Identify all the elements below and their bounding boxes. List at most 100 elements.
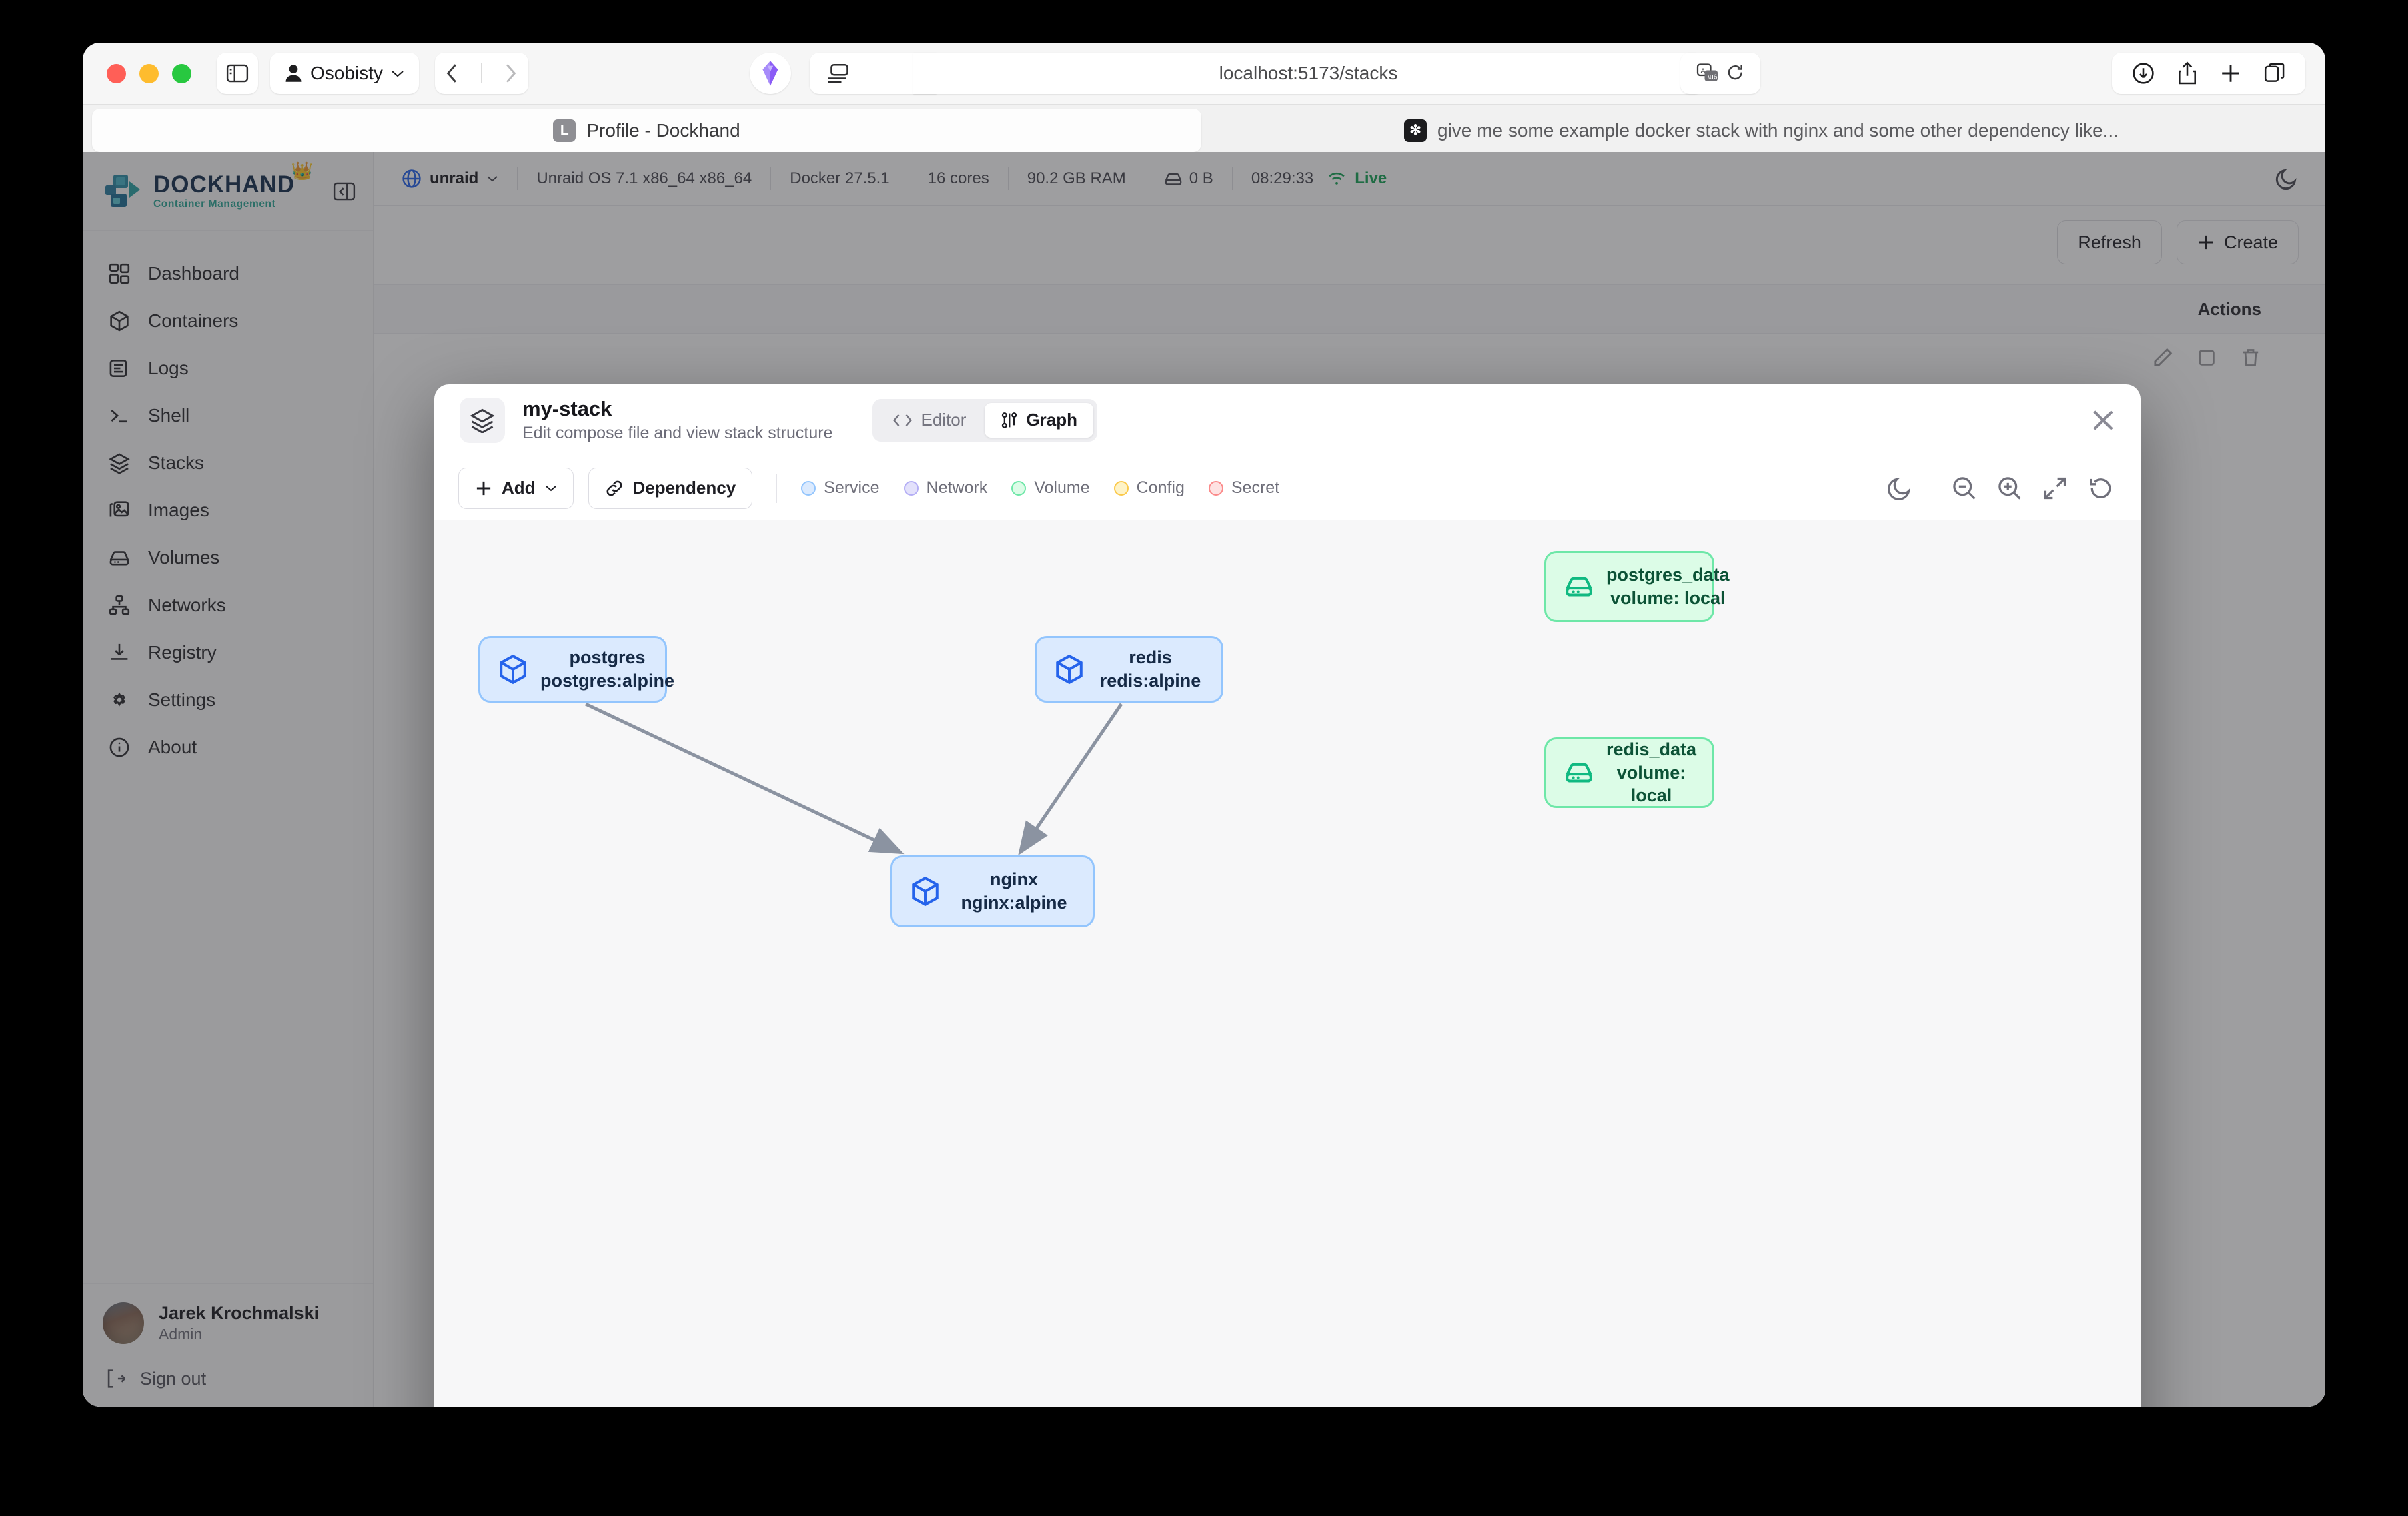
sidebar-item-logs[interactable]: Logs bbox=[83, 344, 373, 392]
view-mode-switch: Editor Graph bbox=[872, 398, 1097, 442]
sidebar-item-volumes[interactable]: Volumes bbox=[83, 534, 373, 581]
dependency-button[interactable]: Dependency bbox=[588, 467, 753, 509]
zoom-in-icon[interactable] bbox=[1996, 475, 2023, 502]
add-node-button[interactable]: Add bbox=[458, 467, 574, 509]
stack-subtitle: Edit compose file and view stack structu… bbox=[522, 423, 833, 442]
legend-label: Volume bbox=[1034, 478, 1090, 497]
share-icon[interactable] bbox=[2177, 61, 2197, 85]
drive-icon bbox=[1165, 173, 1182, 185]
modal-title-block: my-stack Edit compose file and view stac… bbox=[522, 397, 832, 443]
reset-icon[interactable] bbox=[2087, 475, 2114, 502]
downloads-icon[interactable] bbox=[2132, 62, 2155, 85]
browser-right-tools bbox=[2112, 53, 2305, 94]
sidebar-item-dashboard[interactable]: Dashboard bbox=[83, 250, 373, 297]
host-selector[interactable]: unraid bbox=[402, 169, 498, 189]
tab-graph[interactable]: Graph bbox=[985, 402, 1093, 438]
logs-icon bbox=[108, 357, 131, 380]
brand-text: DOCKHAND Container Management 👑 bbox=[153, 161, 324, 210]
node-text: redis redis:alpine bbox=[1097, 646, 1204, 692]
sidebar-item-networks[interactable]: Networks bbox=[83, 581, 373, 629]
sidebar-item-settings[interactable]: Settings bbox=[83, 676, 373, 723]
user-name: Jarek Krochmalski bbox=[159, 1303, 320, 1323]
legend-dot-service bbox=[801, 480, 816, 496]
graph-node-postgres[interactable]: postgres postgres:alpine bbox=[478, 636, 674, 703]
graph-node-nginx[interactable]: nginx nginx:alpine bbox=[890, 855, 1095, 927]
sidebar-item-label: Images bbox=[148, 499, 209, 520]
collapse-sidebar-icon[interactable] bbox=[333, 180, 356, 203]
dependency-label: Dependency bbox=[632, 478, 736, 498]
sidebar-item-label: Settings bbox=[148, 689, 216, 710]
box-icon bbox=[500, 654, 526, 685]
sidebar-item-shell[interactable]: Shell bbox=[83, 392, 373, 439]
close-icon[interactable] bbox=[2088, 406, 2118, 435]
legend-dot-volume bbox=[1011, 480, 1027, 496]
node-meta: postgres:alpine bbox=[540, 671, 675, 691]
tab-editor[interactable]: Editor bbox=[876, 403, 982, 438]
refresh-button[interactable]: Refresh bbox=[2057, 220, 2162, 264]
user-text: Jarek Krochmalski Admin bbox=[159, 1303, 319, 1343]
sidebar-item-registry[interactable]: Registry bbox=[83, 629, 373, 676]
close-window-button[interactable] bbox=[107, 63, 126, 83]
user-role: Admin bbox=[159, 1325, 203, 1343]
graph-node-redis-data[interactable]: redis_data volume: local bbox=[1544, 737, 1714, 808]
user-row[interactable]: Jarek Krochmalski Admin bbox=[103, 1302, 353, 1344]
ai-assistant-button[interactable] bbox=[750, 53, 791, 94]
delete-icon[interactable] bbox=[2240, 347, 2261, 368]
node-type-legend: Service Network Volume Config bbox=[801, 478, 1279, 498]
edge-postgres-nginx bbox=[584, 702, 905, 855]
stack-icon-container bbox=[460, 397, 505, 443]
node-text: nginx nginx:alpine bbox=[953, 868, 1075, 914]
sidebar-toggle-button[interactable] bbox=[217, 53, 258, 94]
graph-node-postgres-data[interactable]: postgres_data volume: local bbox=[1544, 551, 1730, 622]
add-label: Add bbox=[502, 478, 536, 498]
node-name: postgres_data bbox=[1606, 564, 1730, 585]
sidebar-item-about[interactable]: About bbox=[83, 723, 373, 771]
minimize-window-button[interactable] bbox=[139, 63, 159, 83]
sidebar-item-stacks[interactable]: Stacks bbox=[83, 439, 373, 486]
node-text: redis_data volume: local bbox=[1606, 738, 1696, 807]
terminal-icon bbox=[108, 404, 131, 427]
sidebar-item-label: Containers bbox=[148, 310, 239, 331]
address-bar[interactable]: localhost:5173/stacks bbox=[913, 53, 1704, 94]
navigation-buttons bbox=[434, 53, 528, 94]
stop-icon[interactable] bbox=[2196, 347, 2217, 368]
column-header-actions: Actions bbox=[2197, 298, 2261, 319]
create-stack-button[interactable]: Create bbox=[2176, 220, 2299, 264]
create-label: Create bbox=[2223, 232, 2278, 252]
host-name: unraid bbox=[430, 169, 479, 187]
edit-icon[interactable] bbox=[2152, 347, 2173, 368]
maximize-window-button[interactable] bbox=[172, 63, 191, 83]
zoom-out-icon[interactable] bbox=[1951, 475, 1978, 502]
graph-canvas[interactable]: postgres postgres:alpine redis redis:alp… bbox=[434, 520, 2141, 1407]
theme-toggle-icon[interactable] bbox=[2275, 167, 2299, 191]
box-icon bbox=[912, 876, 939, 907]
fit-screen-icon[interactable] bbox=[2042, 475, 2068, 502]
graph-node-redis[interactable]: redis redis:alpine bbox=[1035, 636, 1223, 703]
new-tab-icon[interactable] bbox=[2220, 63, 2241, 84]
tab-strip: L Profile - Dockhand ✻ give me some exam… bbox=[83, 104, 2325, 152]
sidebar-item-images[interactable]: Images bbox=[83, 486, 373, 534]
graph-toolbar: Add Dependency Service bbox=[434, 456, 2141, 520]
brand-header: DOCKHAND Container Management 👑 bbox=[83, 152, 373, 231]
sign-out-button[interactable]: Sign out bbox=[103, 1368, 353, 1389]
forward-icon[interactable] bbox=[504, 63, 517, 84]
address-bar-extras: A \u6587 bbox=[1680, 53, 1760, 94]
profile-switcher-button[interactable]: Osobisty bbox=[270, 53, 419, 94]
tab-overview-icon[interactable] bbox=[2264, 63, 2285, 84]
sidebar-item-label: Shell bbox=[148, 404, 190, 426]
plus-icon bbox=[2199, 235, 2213, 250]
back-icon[interactable] bbox=[446, 63, 459, 84]
wifi-icon bbox=[1329, 172, 1345, 185]
translate-icon[interactable]: A \u6587 bbox=[1696, 63, 1719, 83]
tab-editor-label: Editor bbox=[921, 410, 967, 430]
reload-icon[interactable] bbox=[1727, 63, 1744, 83]
browser-tab-1[interactable]: L Profile - Dockhand bbox=[92, 109, 1201, 152]
moon-icon[interactable] bbox=[1886, 475, 1913, 502]
sidebar-item-containers[interactable]: Containers bbox=[83, 297, 373, 344]
crown-icon: 👑 bbox=[291, 160, 313, 181]
tab-label: give me some example docker stack with n… bbox=[1437, 119, 2119, 141]
brand-subtitle: Container Management bbox=[153, 198, 276, 210]
link-icon bbox=[606, 480, 622, 496]
globe-icon bbox=[402, 169, 421, 188]
browser-tab-2[interactable]: ✻ give me some example docker stack with… bbox=[1207, 109, 2316, 152]
